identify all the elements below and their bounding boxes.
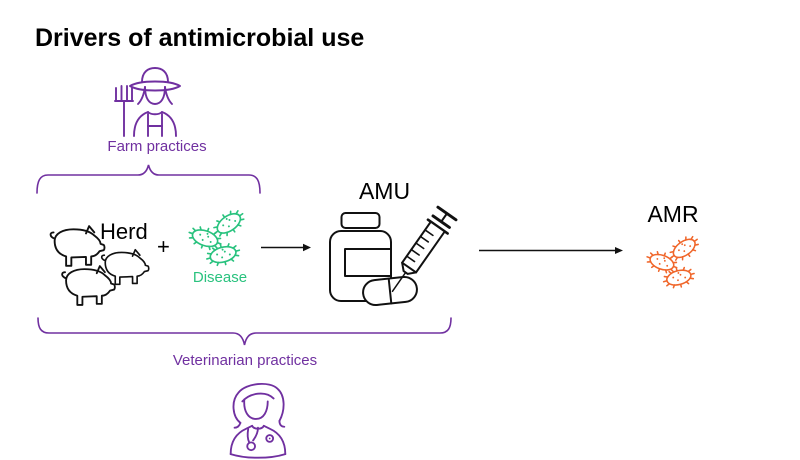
- pill-capsule-icon: [362, 275, 418, 307]
- amr-bacteria-icon: [643, 230, 704, 292]
- amr-label: AMR: [647, 201, 699, 227]
- herd-label: Herd: [100, 219, 148, 244]
- vet-brace: [37, 317, 452, 346]
- farm-practices-label: Farm practices: [107, 138, 207, 155]
- pig-icon: [61, 265, 116, 306]
- page-title: Drivers of antimicrobial use: [35, 24, 365, 52]
- amu-to-amr-arrow: [479, 247, 623, 254]
- plus-sign: +: [157, 234, 170, 259]
- veterinarian-practices-label: Veterinarian practices: [172, 352, 318, 369]
- veterinarian-icon: [229, 383, 287, 459]
- disease-label: Disease: [192, 269, 248, 286]
- amu-label: AMU: [358, 178, 411, 204]
- herd-to-amu-arrow: [261, 243, 311, 252]
- farmer-icon: [114, 67, 181, 137]
- medicine-bottle-syringe-icon: [329, 205, 458, 307]
- syringe-icon: [391, 205, 458, 293]
- disease-bacteria-icon: [184, 204, 250, 270]
- farm-brace: [36, 164, 261, 194]
